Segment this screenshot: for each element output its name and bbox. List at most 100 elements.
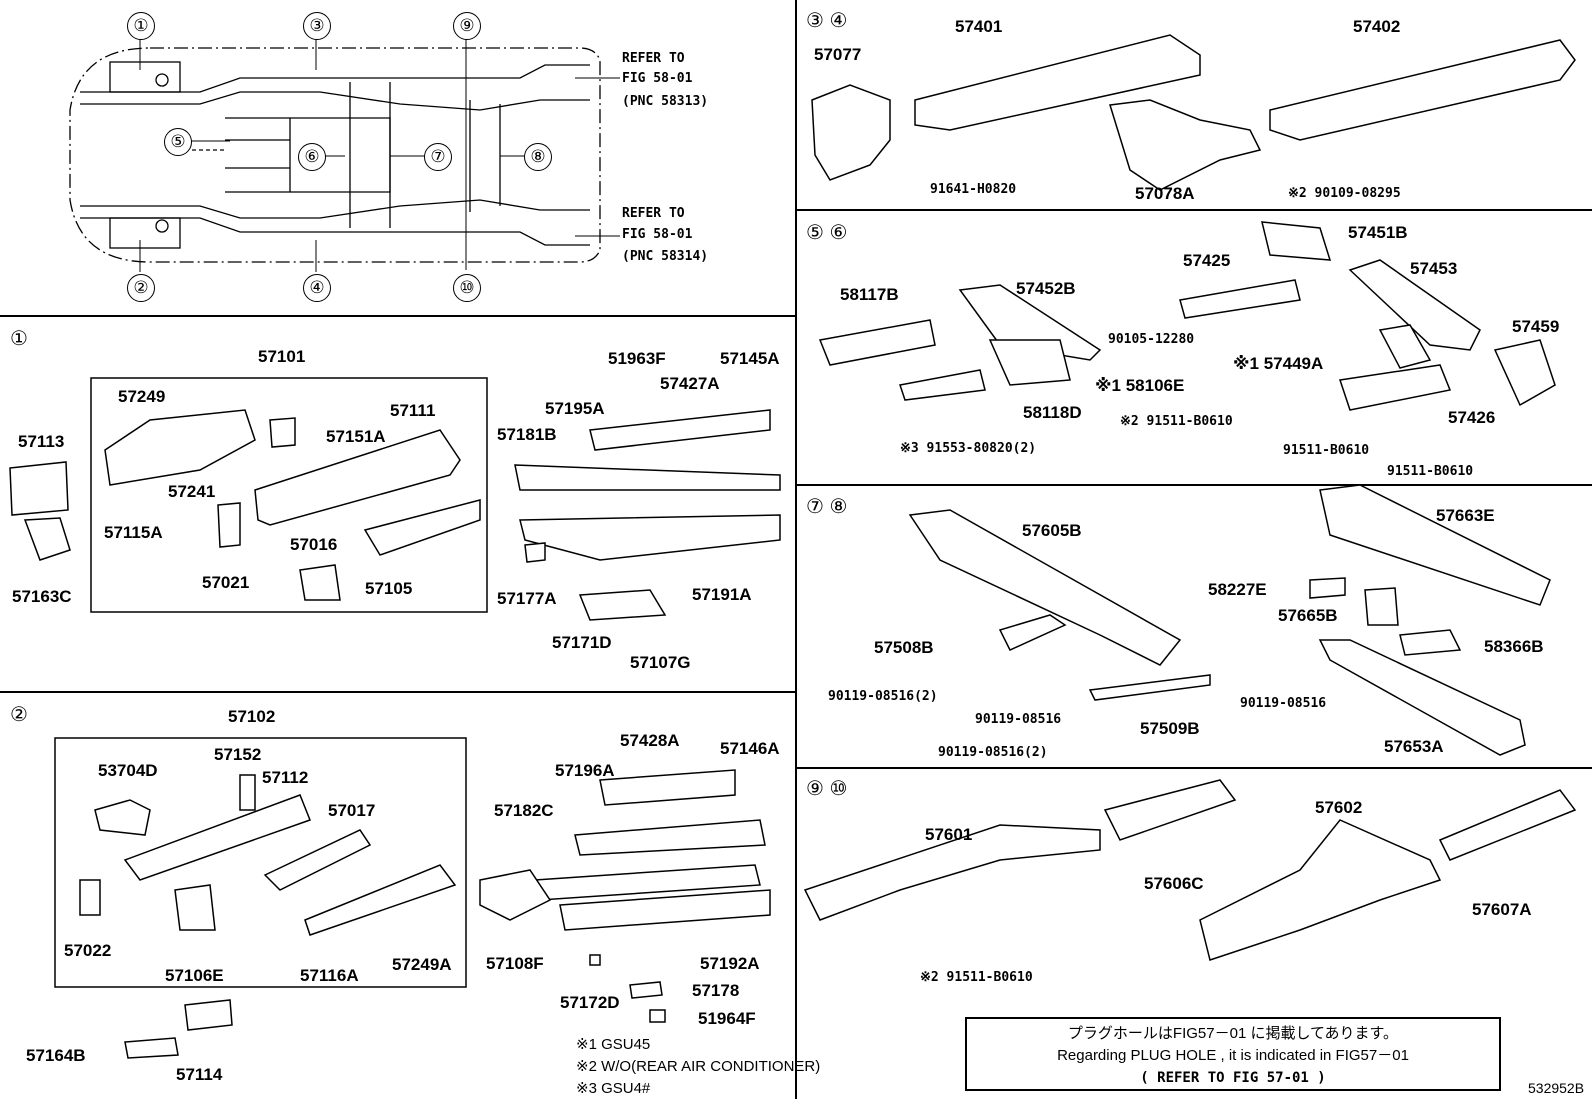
part-57427A[interactable]: 57427A	[660, 374, 720, 393]
part-58227E[interactable]: 58227E	[1208, 580, 1267, 599]
part-53704D[interactable]: 53704D	[98, 761, 158, 780]
part-57195A[interactable]: 57195A	[545, 399, 605, 418]
part-57152[interactable]: 57152	[214, 745, 262, 764]
marker-10[interactable]: ⑩	[453, 274, 481, 302]
part-58366B[interactable]: 58366B	[1484, 637, 1544, 656]
plug-hole-note: プラグホールはFIG57－01 に掲載してあります。 Regarding PLU…	[965, 1017, 1501, 1091]
part-57102[interactable]: 57102	[228, 707, 276, 726]
part-57172D[interactable]: 57172D	[560, 993, 620, 1012]
part-51963F[interactable]: 51963F	[608, 349, 666, 368]
part-57601[interactable]: 57601	[925, 825, 973, 844]
part-57181B[interactable]: 57181B	[497, 425, 557, 444]
part-57017[interactable]: 57017	[328, 801, 376, 820]
part-90119-08516-d[interactable]: 90119-08516(2)	[938, 745, 1048, 760]
part-57145A[interactable]: 57145A	[720, 349, 780, 368]
part-57022[interactable]: 57022	[64, 941, 112, 960]
section-34-id: ③ ④	[806, 10, 848, 32]
marker-4[interactable]: ④	[303, 274, 331, 302]
part-90119-08516-b[interactable]: 90119-08516	[975, 712, 1062, 727]
part-57426[interactable]: 57426	[1448, 408, 1496, 427]
marker-5[interactable]: ⑤	[164, 128, 192, 156]
part-90119-08516-c[interactable]: 90119-08516	[1240, 696, 1327, 711]
part-57453[interactable]: 57453	[1410, 259, 1458, 278]
marker-6[interactable]: ⑥	[298, 143, 326, 171]
part-91511-B0610-c[interactable]: 91511-B0610	[1387, 464, 1474, 479]
part-91553-80820[interactable]: ※3 91553-80820(2)	[900, 441, 1037, 456]
part-57112[interactable]: 57112	[262, 768, 309, 787]
marker-1[interactable]: ①	[127, 12, 155, 40]
part-57016[interactable]: 57016	[290, 535, 338, 554]
part-57191A[interactable]: 57191A	[692, 585, 752, 604]
part-58106E[interactable]: ※1 58106E	[1095, 376, 1185, 395]
part-57115A[interactable]: 57115A	[104, 523, 163, 542]
part-57653A[interactable]: 57653A	[1384, 737, 1444, 756]
part-91511-B0610-b[interactable]: 91511-B0610	[1283, 443, 1370, 458]
part-57402[interactable]: 57402	[1353, 17, 1401, 36]
plug-note-en: Regarding PLUG HOLE , it is indicated in…	[1057, 1047, 1409, 1064]
part-57607A[interactable]: 57607A	[1472, 900, 1532, 919]
part-57509B[interactable]: 57509B	[1140, 719, 1200, 738]
part-57077[interactable]: 57077	[814, 45, 862, 64]
part-90119-08516-a[interactable]: 90119-08516(2)	[828, 689, 938, 704]
part-57606C[interactable]: 57606C	[1144, 874, 1204, 893]
part-57663E[interactable]: 57663E	[1436, 506, 1495, 525]
part-57428A[interactable]: 57428A	[620, 731, 680, 750]
part-57241[interactable]: 57241	[168, 482, 216, 501]
part-57171D[interactable]: 57171D	[552, 633, 612, 652]
part-91511-B0610-d[interactable]: ※2 91511-B0610	[920, 970, 1033, 985]
part-51964F[interactable]: 51964F	[698, 1009, 756, 1028]
part-57249A[interactable]: 57249A	[392, 955, 452, 974]
part-57108F[interactable]: 57108F	[486, 954, 544, 973]
part-58117B[interactable]: 58117B	[840, 285, 899, 304]
part-57602[interactable]: 57602	[1315, 798, 1363, 817]
marker-8[interactable]: ⑧	[524, 143, 552, 171]
part-57111[interactable]: 57111	[390, 401, 436, 420]
part-57113[interactable]: 57113	[18, 432, 65, 451]
part-57425[interactable]: 57425	[1183, 251, 1231, 270]
part-57106E[interactable]: 57106E	[165, 966, 224, 985]
part-57151A[interactable]: 57151A	[326, 427, 386, 446]
plug-note-jp: プラグホールはFIG57－01 に掲載してあります。	[1067, 1025, 1399, 1042]
marker-7[interactable]: ⑦	[424, 143, 452, 171]
part-57401[interactable]: 57401	[955, 17, 1003, 36]
part-57164B[interactable]: 57164B	[26, 1046, 86, 1065]
part-91641-H0820[interactable]: 91641-H0820	[930, 182, 1017, 197]
refer-bottom-3: (PNC 58314)	[622, 249, 709, 264]
part-57114[interactable]: 57114	[176, 1065, 223, 1084]
figure-id: 532952B	[1528, 1080, 1585, 1096]
plug-note-refer: ( REFER TO FIG 57-01 )	[1140, 1070, 1326, 1086]
section-56-id: ⑤ ⑥	[806, 222, 848, 244]
marker-2[interactable]: ②	[127, 274, 155, 302]
part-90105-12280[interactable]: 90105-12280	[1108, 332, 1195, 347]
part-57508B[interactable]: 57508B	[874, 638, 934, 657]
part-57078A[interactable]: 57078A	[1135, 184, 1195, 203]
part-90109-08295[interactable]: ※2 90109-08295	[1288, 186, 1401, 201]
part-57178[interactable]: 57178	[692, 981, 740, 1000]
part-57146A[interactable]: 57146A	[720, 739, 780, 758]
marker-3[interactable]: ③	[303, 12, 331, 40]
refer-top-3: (PNC 58313)	[622, 94, 709, 109]
part-57196A[interactable]: 57196A	[555, 761, 615, 780]
part-57665B[interactable]: 57665B	[1278, 606, 1338, 625]
marker-9[interactable]: ⑨	[453, 12, 481, 40]
part-57452B[interactable]: 57452B	[1016, 279, 1076, 298]
part-91511-B0610-a[interactable]: ※2 91511-B0610	[1120, 414, 1233, 429]
part-57177A[interactable]: 57177A	[497, 589, 557, 608]
part-57192A[interactable]: 57192A	[700, 954, 760, 973]
footnote-3: ※3 GSU4#	[576, 1080, 651, 1097]
part-57101[interactable]: 57101	[258, 347, 306, 366]
part-57163C[interactable]: 57163C	[12, 587, 72, 606]
part-57021[interactable]: 57021	[202, 573, 250, 592]
part-57116A[interactable]: 57116A	[300, 966, 359, 985]
footnote-2: ※2 W/O(REAR AIR CONDITIONER)	[576, 1058, 821, 1075]
part-57107G[interactable]: 57107G	[630, 653, 691, 672]
part-57451B[interactable]: 57451B	[1348, 223, 1408, 242]
part-57182C[interactable]: 57182C	[494, 801, 554, 820]
part-58118D[interactable]: 58118D	[1023, 403, 1082, 422]
part-57459[interactable]: 57459	[1512, 317, 1560, 336]
part-57449A[interactable]: ※1 57449A	[1233, 354, 1324, 373]
part-57249[interactable]: 57249	[118, 387, 166, 406]
part-57105[interactable]: 57105	[365, 579, 413, 598]
refer-top-2: FIG 58-01	[622, 71, 693, 86]
part-57605B[interactable]: 57605B	[1022, 521, 1082, 540]
